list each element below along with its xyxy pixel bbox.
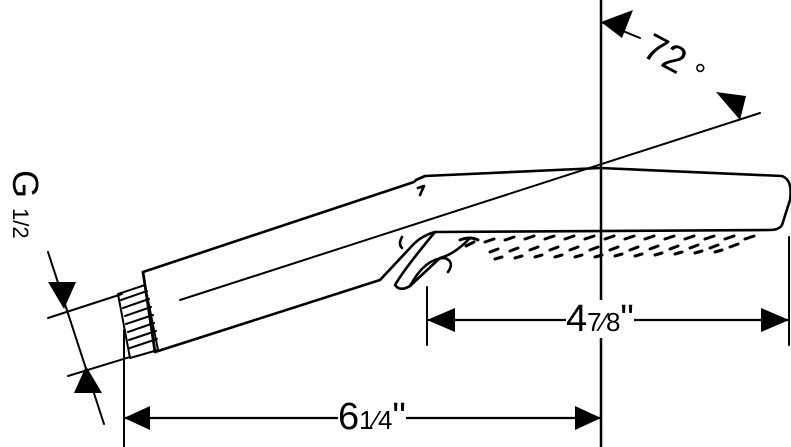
spray-nozzles (458, 234, 756, 261)
thread-label: G 1/2 (4, 170, 46, 239)
dimension-arrowheads (48, 10, 789, 430)
handle-axis-line (179, 112, 761, 301)
thread-fraction: 1/2 (8, 208, 33, 239)
spray-face-length-whole: 4 (566, 298, 588, 340)
overall-length-whole: 6 (338, 396, 360, 438)
overall-length-label: 61⁄4" (338, 398, 406, 436)
spray-face-length-label: 47⁄8" (566, 300, 634, 338)
thread-prefix: G (5, 170, 46, 199)
overall-length-unit: " (392, 396, 406, 438)
spray-face-length-fraction: 7⁄8 (587, 307, 621, 337)
thread-connector (117, 284, 159, 359)
overall-length-fraction: 1⁄4 (359, 405, 393, 435)
extension-lines (47, 236, 790, 447)
thread-dimension-line (47, 251, 105, 425)
handle-body (141, 166, 791, 354)
spray-face-length-unit: " (620, 298, 634, 340)
